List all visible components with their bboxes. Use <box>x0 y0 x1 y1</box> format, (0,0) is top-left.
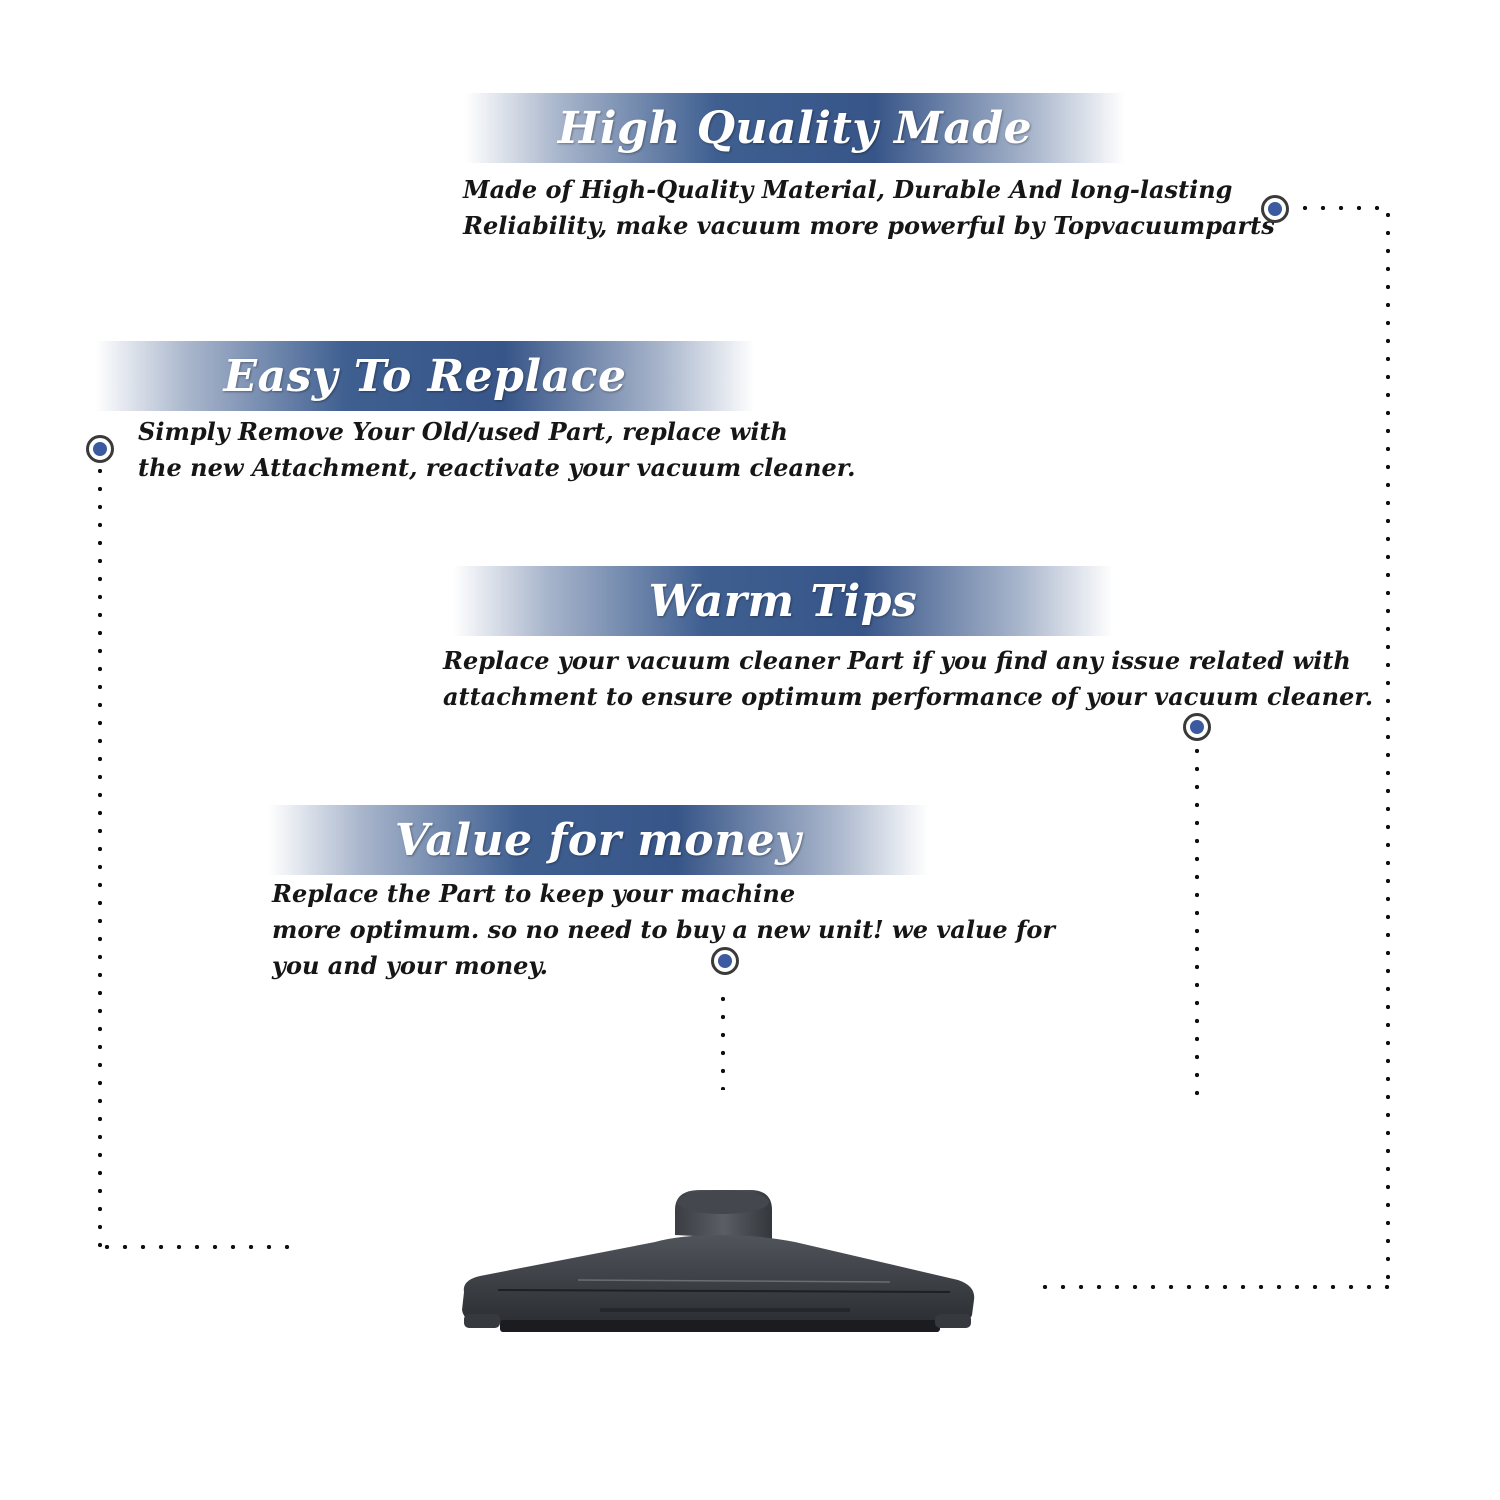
description-line: you and your money. <box>272 951 548 980</box>
marker-dot-icon <box>1261 195 1289 223</box>
description-high-quality-made: Made of High-Quality Material, Durable A… <box>463 172 1275 244</box>
banner-title: Value for money <box>394 814 802 866</box>
dotted-connector <box>721 990 725 1090</box>
banner-title: Easy To Replace <box>223 350 627 402</box>
dotted-connector <box>1036 1285 1390 1289</box>
banner-title: Warm Tips <box>648 575 918 627</box>
dotted-connector <box>1296 206 1390 210</box>
banner-value-for-money: Value for money <box>268 805 928 875</box>
banner-title: High Quality Made <box>557 102 1033 154</box>
marker-dot-icon <box>86 435 114 463</box>
description-line: attachment to ensure optimum performance… <box>443 682 1374 711</box>
description-line: Made of High-Quality Material, Durable A… <box>463 175 1233 204</box>
description-easy-to-replace: Simply Remove Your Old/used Part, replac… <box>138 414 856 486</box>
description-line: the new Attachment, reactivate your vacu… <box>138 453 856 482</box>
banner-high-quality-made: High Quality Made <box>465 93 1125 163</box>
dotted-connector <box>98 462 102 1252</box>
description-line: Simply Remove Your Old/used Part, replac… <box>138 417 788 446</box>
banner-warm-tips: Warm Tips <box>453 566 1113 636</box>
description-line: more optimum. so no need to buy a new un… <box>272 915 1055 944</box>
banner-easy-to-replace: Easy To Replace <box>95 341 755 411</box>
dotted-connector <box>1195 742 1199 1108</box>
description-line: Reliability, make vacuum more powerful b… <box>463 211 1275 240</box>
marker-dot-icon <box>711 947 739 975</box>
description-line: Replace your vacuum cleaner Part if you … <box>443 646 1351 675</box>
description-line: Replace the Part to keep your machine <box>272 879 796 908</box>
dotted-connector <box>98 1245 300 1249</box>
vacuum-floor-brush-attachment-icon <box>462 1190 975 1332</box>
description-warm-tips: Replace your vacuum cleaner Part if you … <box>443 643 1373 715</box>
description-value-for-money: Replace the Part to keep your machine mo… <box>272 876 1055 984</box>
dotted-connector <box>1386 206 1390 1292</box>
marker-dot-icon <box>1183 713 1211 741</box>
